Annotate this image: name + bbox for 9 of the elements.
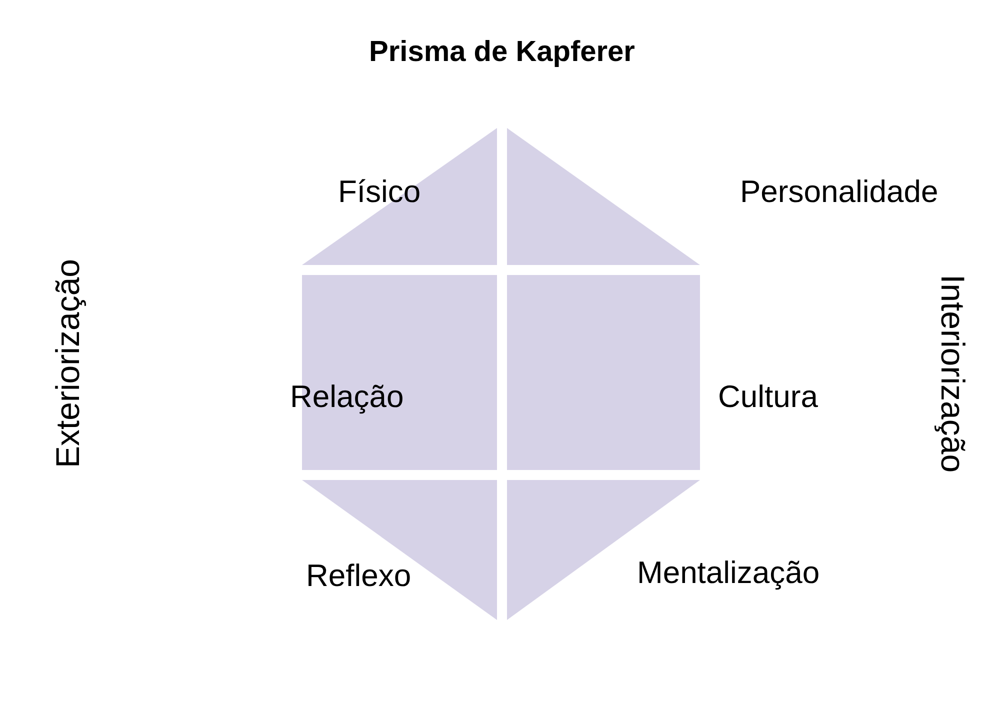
facet-label: Mentalização [637,557,820,588]
facet-label: Personalidade [740,176,938,207]
facet-label: Relação [290,381,404,412]
axis-label: Interiorização [936,274,970,472]
facet-label: Reflexo [306,560,412,591]
diagram-title: Prisma de Kapferer [368,36,636,69]
facet-label: Físico [338,176,421,207]
facet-label: Cultura [718,381,818,412]
axis-label: Exteriorização [50,258,84,468]
